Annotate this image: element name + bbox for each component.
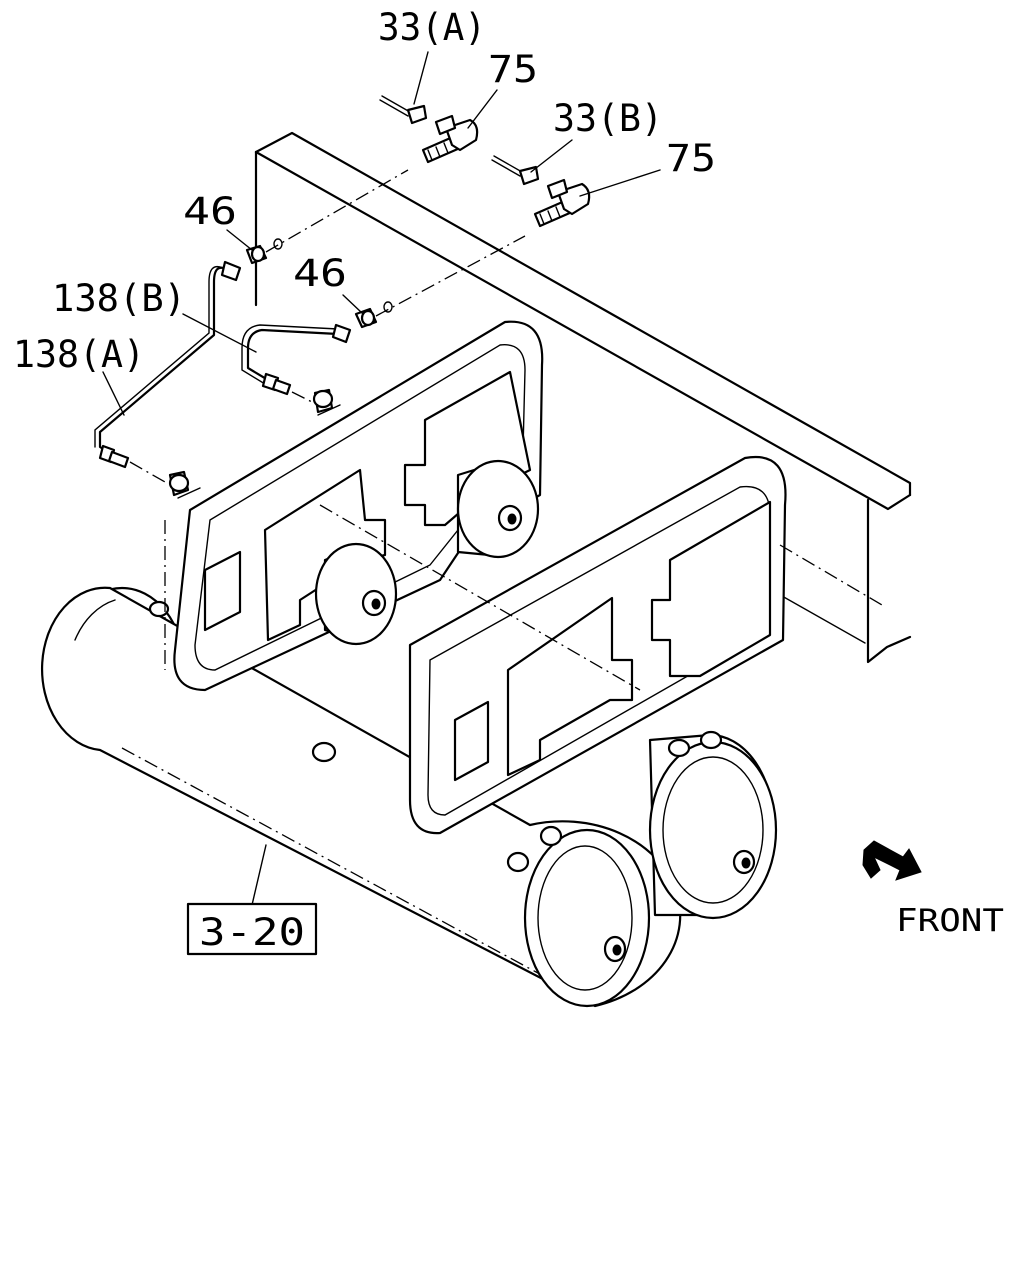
label-33b: 33(B)	[553, 97, 663, 140]
front-direction-arrow-icon	[862, 840, 922, 881]
air-tank-rear	[40, 586, 682, 1008]
label-138a: 138(A)	[13, 333, 145, 376]
frame-rail	[254, 131, 912, 664]
label-46-upper: 46	[183, 190, 237, 233]
plug-33b	[491, 155, 540, 186]
front-label: FRONT	[896, 903, 1004, 939]
connector-75-lower	[533, 178, 591, 228]
connector-75-upper	[421, 114, 479, 164]
reference-box-label: 3-20	[199, 911, 305, 954]
air-spring-cylinder	[314, 542, 398, 646]
plug-33a	[379, 95, 428, 125]
bracket-valves	[168, 388, 341, 499]
label-75-upper: 75	[488, 48, 538, 91]
bracket-rear	[164, 320, 641, 692]
bracket-front	[408, 455, 883, 835]
label-33a: 33(A)	[378, 6, 486, 49]
label-138b: 138(B)	[52, 277, 186, 320]
label-75-lower: 75	[666, 137, 716, 180]
leader-lines	[102, 51, 661, 906]
air-tank-front	[648, 730, 778, 920]
nut-46-lower	[354, 235, 526, 329]
pipe-138a	[94, 260, 242, 483]
reference-box: 3-20	[186, 902, 318, 956]
label-46-lower: 46	[293, 252, 347, 295]
pipe-138b	[241, 323, 352, 406]
nut-46-upper	[245, 169, 409, 265]
